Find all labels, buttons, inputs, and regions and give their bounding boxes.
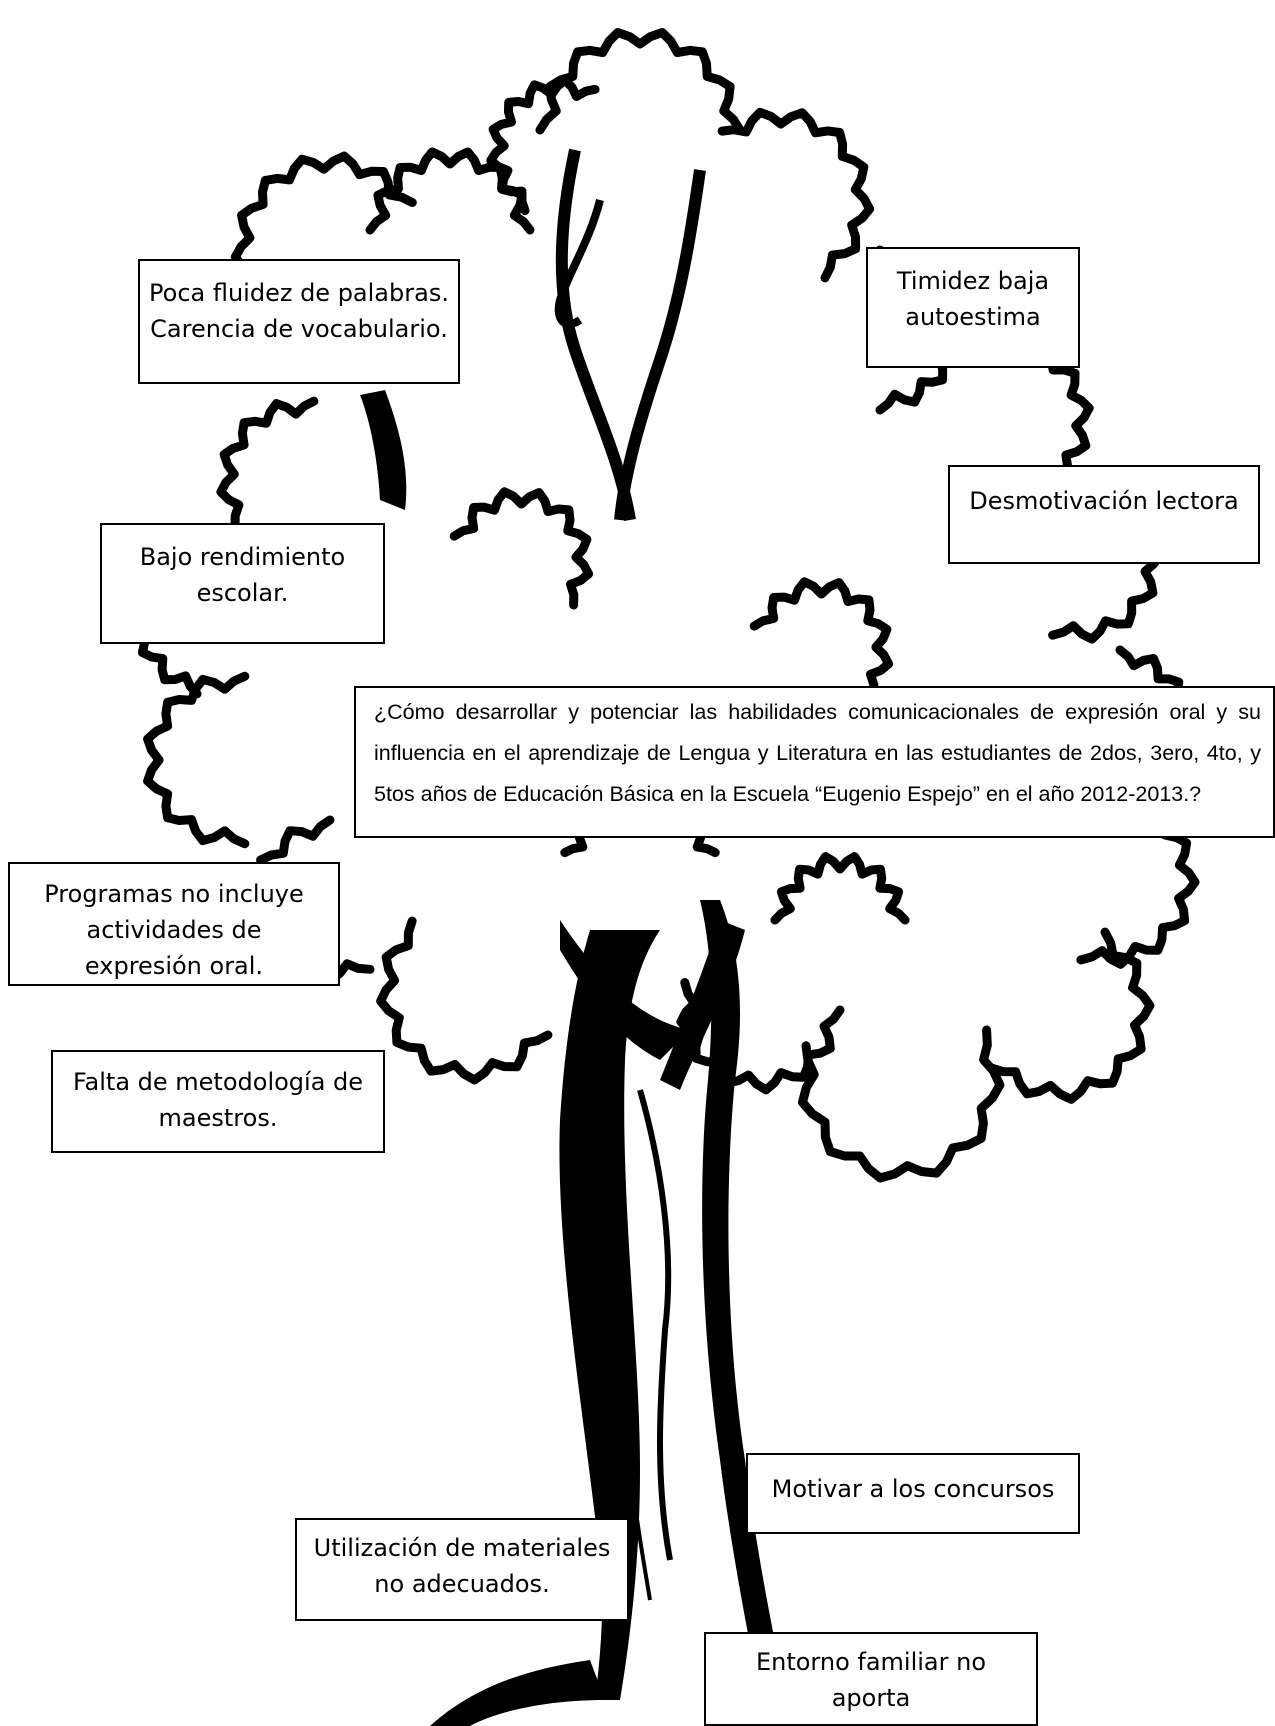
- central-problem-box: ¿Cómo desarrollar y potenciar las habili…: [354, 686, 1275, 838]
- effect-line: escolar.: [196, 579, 289, 607]
- cause-line: Falta de metodología de: [72, 1068, 364, 1096]
- cause-box-contests: Motivar a los concursos: [746, 1453, 1080, 1534]
- effect-line: Poca fluidez de palabras.: [149, 279, 449, 307]
- canopy-lobe: [449, 487, 594, 610]
- canopy-lobe: [986, 927, 1155, 1104]
- effect-line: Carencia de vocabulario.: [150, 315, 448, 343]
- cause-box-methodology: Falta de metodología de maestros.: [51, 1050, 385, 1153]
- canopy-lobe: [770, 852, 910, 925]
- cause-line: actividades de: [86, 916, 262, 944]
- central-problem-text: ¿Cómo desarrollar y potenciar las habili…: [374, 700, 1261, 806]
- cause-line: Entorno familiar no: [755, 1648, 987, 1676]
- canopy-lobe: [376, 916, 553, 1085]
- canopy-lobe: [798, 1025, 1005, 1183]
- cause-line: expresión oral.: [84, 952, 264, 980]
- cause-line: Programas no incluye: [44, 880, 304, 908]
- cause-line: Utilización de materiales: [313, 1534, 611, 1562]
- canopy-lobe: [749, 577, 894, 700]
- effect-box-fluency: Poca fluidez de palabras. Carencia de vo…: [138, 259, 460, 384]
- cause-line: Motivar a los concursos: [771, 1475, 1055, 1503]
- effect-line: Bajo rendimiento: [139, 543, 346, 571]
- cause-box-family: Entorno familiar no aporta: [704, 1632, 1038, 1726]
- effect-box-shyness: Timidez baja autoestima: [866, 247, 1080, 368]
- canopy-lobe: [365, 147, 535, 235]
- effect-line: autoestima: [905, 303, 1041, 331]
- tree-trunk: [360, 148, 880, 1726]
- cause-box-materials: Utilización de materiales no adecuados.: [295, 1518, 629, 1621]
- cause-line: aporta: [831, 1684, 911, 1712]
- canopy-lobe: [230, 151, 417, 302]
- cause-line: maestros.: [158, 1104, 278, 1132]
- effect-line: Desmotivación lectora: [969, 487, 1239, 515]
- cause-box-programs: Programas no incluye actividades de expr…: [8, 862, 340, 986]
- effect-line: Timidez baja: [896, 267, 1050, 295]
- canopy-lobe: [717, 107, 875, 283]
- effect-box-school-performance: Bajo rendimiento escolar.: [100, 523, 385, 644]
- effect-box-reading-motivation: Desmotivación lectora: [948, 465, 1260, 564]
- canopy-lobe: [143, 671, 250, 849]
- cause-line: no adecuados.: [374, 1570, 550, 1598]
